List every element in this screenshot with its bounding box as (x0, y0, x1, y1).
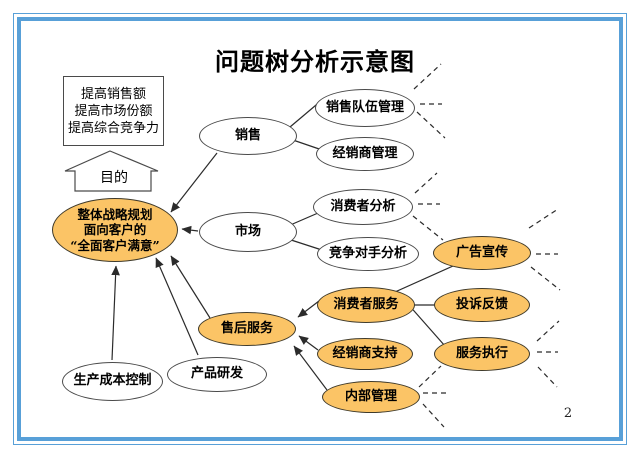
node-competitor-analysis: 竞争对手分析 (317, 237, 419, 271)
node-sales: 销售 (199, 117, 297, 155)
slide-border-outer (13, 13, 627, 445)
node-consumer-analysis: 消费者分析 (313, 189, 413, 225)
node-dealer-support: 经销商支持 (317, 338, 413, 370)
node-internal-mgmt: 内部管理 (322, 381, 420, 413)
page-title: 问题树分析示意图 (215, 47, 415, 76)
node-after-sales-service: 售后服务 (198, 312, 296, 346)
goal-box: 提高销售额 提高市场份额 提高综合竞争力 (63, 76, 164, 146)
node-service-execution: 服务执行 (434, 337, 530, 371)
node-dealer-mgmt: 经销商管理 (316, 137, 414, 171)
slide-border-inner (17, 17, 623, 441)
node-ad-promotion: 广告宣传 (433, 236, 531, 270)
node-market: 市场 (199, 212, 297, 252)
purpose-arrow-shape (64, 150, 159, 192)
page-number: 2 (563, 406, 573, 421)
node-production-cost-control: 生产成本控制 (62, 362, 163, 401)
node-consumer-service: 消费者服务 (317, 287, 415, 323)
purpose-arrow-label: 目的 (100, 170, 128, 186)
node-complaint-feedback: 投诉反馈 (434, 288, 530, 322)
node-product-rd: 产品研发 (167, 357, 267, 392)
node-sales-team-mgmt: 销售队伍管理 (315, 89, 415, 127)
node-overall-strategy: 整体战略规划 面向客户的 “全面客户满意” (52, 198, 178, 262)
